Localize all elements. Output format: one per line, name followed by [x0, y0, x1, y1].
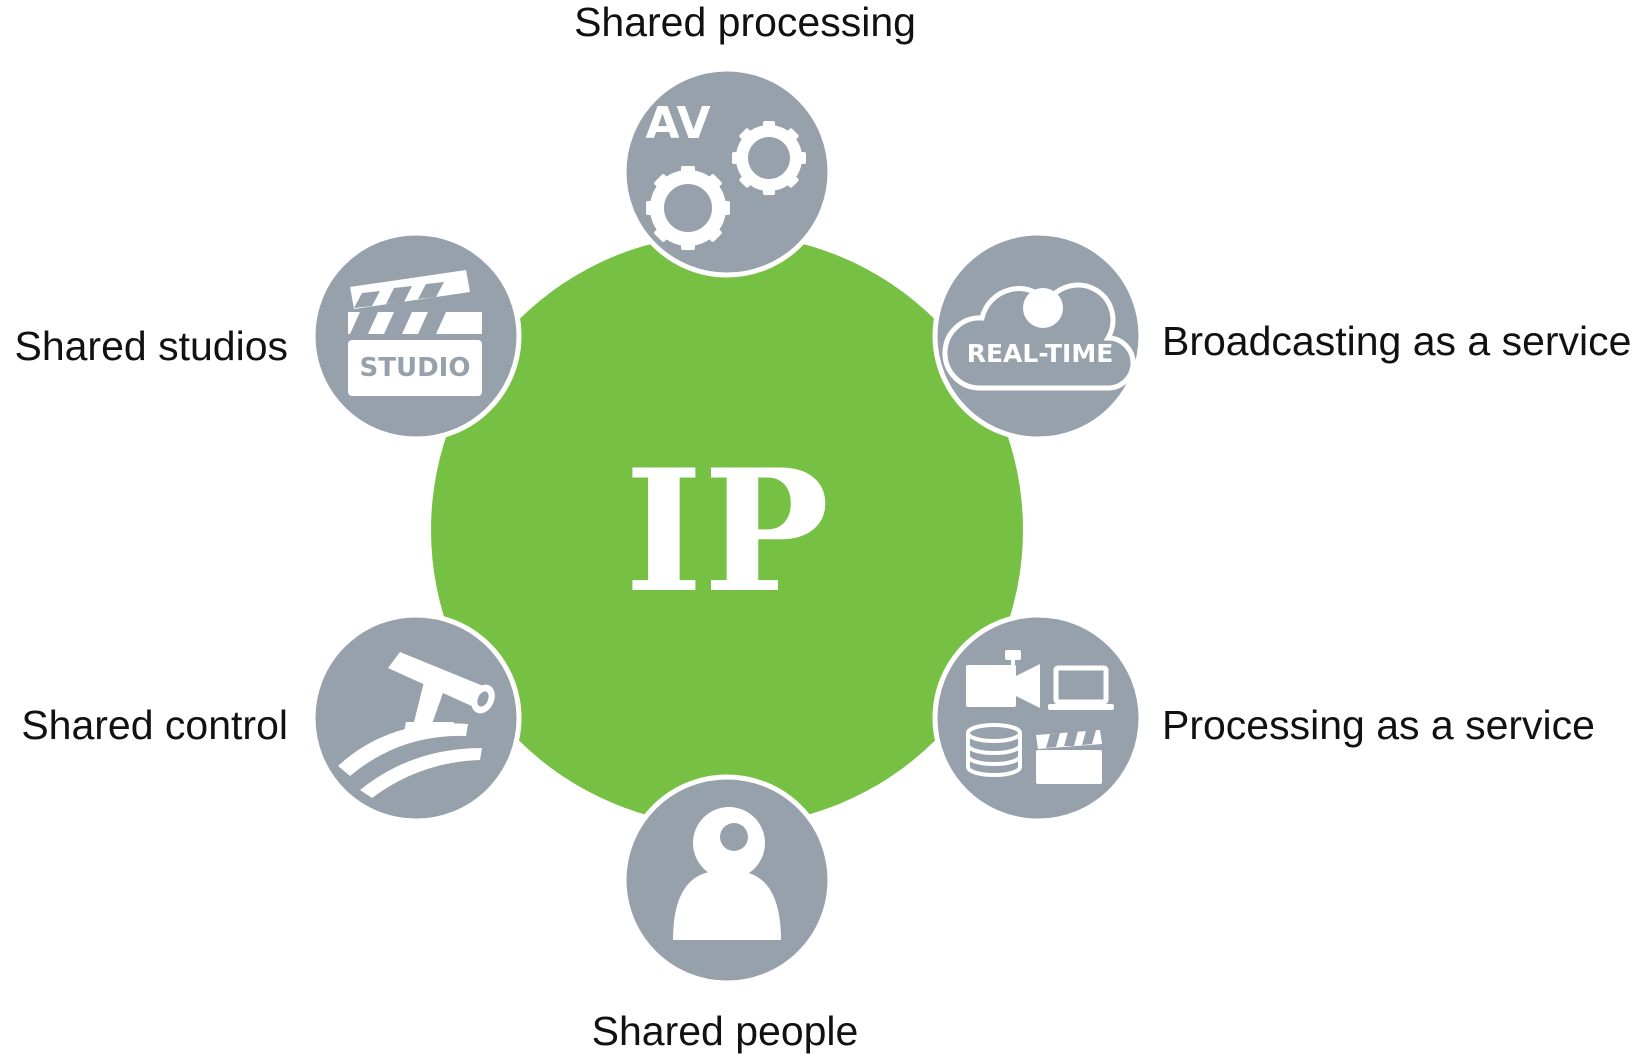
label-shared-control: Shared control	[21, 702, 288, 748]
camera-pedestal-icon	[338, 652, 495, 798]
studio-badge-text: STUDIO	[360, 353, 471, 383]
label-shared-studios: Shared studios	[14, 323, 288, 369]
ip-hub-label: IP	[625, 432, 830, 630]
node-shared-people	[621, 774, 833, 986]
node-shared-processing: AV	[621, 66, 833, 278]
cloud-icon	[942, 282, 1136, 391]
label-broadcasting-service: Broadcasting as a service	[1162, 318, 1632, 364]
label-shared-processing: Shared processing	[574, 0, 916, 45]
av-badge-text: AV	[645, 98, 710, 149]
label-processing-service: Processing as a service	[1162, 702, 1595, 748]
label-shared-people: Shared people	[591, 1008, 859, 1054]
node-shared-studios: STUDIO	[310, 230, 522, 442]
media-devices-icon	[966, 650, 1114, 784]
database-icon	[966, 723, 1022, 777]
gears-icon	[646, 121, 806, 250]
node-shared-control	[310, 612, 522, 824]
person-icon	[673, 807, 781, 940]
clapperboard-icon	[348, 270, 482, 396]
laptop-icon	[1048, 665, 1114, 710]
ip-hub-circle	[431, 234, 1023, 826]
node-processing-service	[932, 612, 1144, 824]
video-camera-icon	[966, 650, 1040, 708]
real-time-badge-text: REAL-TIME	[967, 339, 1114, 368]
small-clapperboard-icon	[1036, 730, 1102, 784]
node-broadcasting-service: REAL-TIME	[932, 230, 1144, 442]
